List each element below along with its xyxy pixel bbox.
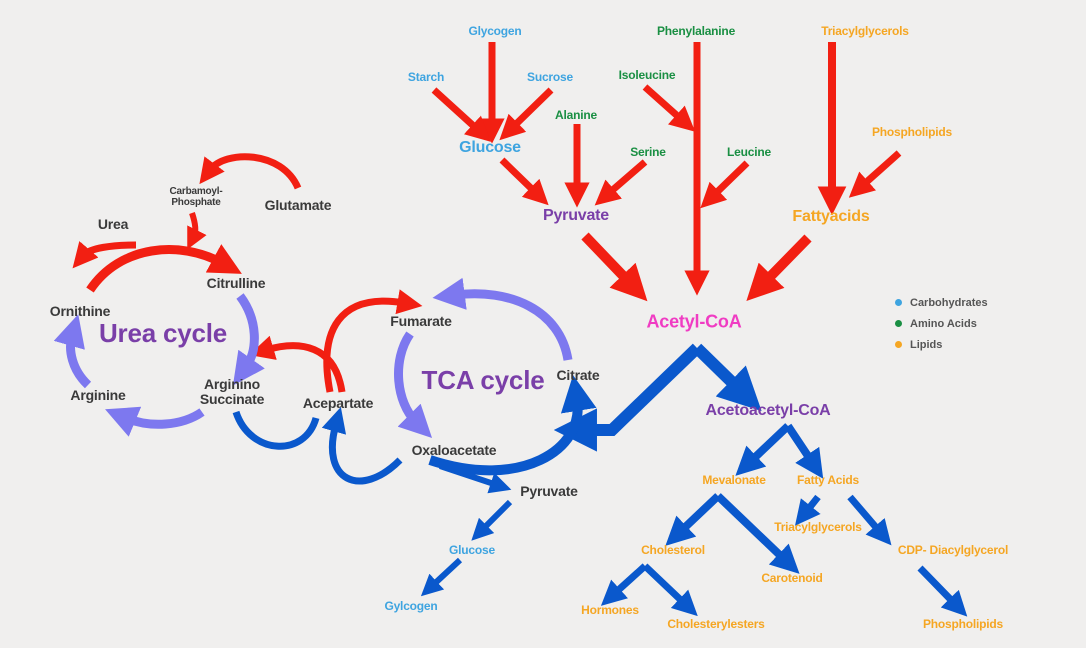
legend-dot-icon [895, 299, 902, 306]
node-triacylglycerols-lower: Triacylglycerols [774, 520, 862, 534]
legend-label: Lipids [910, 338, 943, 351]
arrow-oxaloacetate-pyruvate [439, 463, 512, 494]
node-urea: Urea [97, 216, 129, 232]
legend-item-carbohydrates: Carbohydrates [895, 292, 988, 313]
node-ornithine: Ornithine [49, 303, 111, 319]
arrow-isoleucine-acetylcoa [642, 84, 696, 132]
arrow-pyruvate-glucose [471, 499, 513, 541]
node-carbamoyl-phosphate: Carbamoyl- Phosphate [169, 186, 223, 208]
node-glucose: Glucose [459, 139, 521, 156]
node-cdp-diacylglycerol: CDP- Diacylglycerol [897, 543, 1009, 557]
arrow-arginine-ornithine [53, 314, 92, 389]
arrow-pyruvate-acetylcoa [581, 232, 648, 302]
node-glycogen: Glycogen [468, 24, 522, 38]
arrow-acetylcoa-citrate [553, 343, 702, 452]
node-carotenoid: Carotenoid [761, 571, 823, 585]
arrow-argininosuccinate-arginine [105, 406, 205, 437]
legend-item-amino-acids: Amino Acids [895, 313, 988, 334]
arrow-oxaloacetate-aspartate [321, 407, 403, 485]
node-argininosuccinate: Arginino Succinate [199, 376, 265, 407]
node-fatty-acids-lower: Fatty Acids [796, 473, 860, 487]
legend-item-lipids: Lipids [895, 334, 988, 355]
arrow-cholesterol-hormones [600, 563, 648, 606]
node-serine: Serine [630, 145, 666, 159]
node-pyruvate-top: Pyruvate [543, 207, 609, 224]
node-acetyl-coa: Acetyl-CoA [646, 311, 742, 332]
node-mevalonate: Mevalonate [702, 473, 766, 487]
arrow-acetoacetylcoa-mevalonate [735, 423, 791, 476]
arrow-citrulline-argininosuccinate [232, 293, 265, 386]
node-starch: Starch [407, 70, 445, 84]
arrow-cdp-phospholipids [917, 565, 968, 617]
node-fattyacids-top: Fattyacids [792, 208, 870, 225]
node-sucrose: Sucrose [527, 70, 573, 84]
arrow-serine-pyruvate [594, 159, 648, 206]
node-hormones: Hormones [581, 603, 639, 617]
arrow-mevalonate-carotenoid [715, 493, 800, 574]
arrow-fattyacids-acetylcoa [746, 234, 812, 302]
node-cholesterol: Cholesterol [641, 543, 705, 557]
arrow-mevalonate-cholesterol [665, 493, 721, 546]
arrow-acetylcoa-acetoacetylcoa [692, 343, 762, 412]
legend-dot-icon [895, 320, 902, 327]
legend-label: Carbohydrates [910, 296, 988, 309]
arrow-aspartate-fumarate [323, 289, 423, 393]
node-acetoacetyl-coa: Acetoacetyl-CoA [705, 402, 831, 419]
arrow-fattyacids-triacylglycerols [794, 494, 821, 526]
node-glucose-bottom: Glucose [449, 543, 495, 557]
arrow-oxaloacetate-citrate [428, 375, 597, 476]
node-glutamate: Glutamate [264, 197, 332, 213]
arrow-citrate-fumarate [432, 277, 573, 361]
node-phenylalanine: Phenylalanine [656, 24, 736, 38]
node-leucine: Leucine [727, 145, 771, 159]
node-alanine: Alanine [555, 108, 597, 122]
arrow-fumarate-oxaloacetate [394, 331, 433, 439]
arrow-phospholipids-fattyacids [848, 150, 902, 198]
arrow-argininosuccinate-aspartate [232, 410, 320, 450]
node-phospholipids-lower: Phospholipids [922, 617, 1004, 631]
arrow-ornithine-urea [72, 241, 137, 269]
node-pyruvate-bottom: Pyruvate [520, 483, 578, 499]
arrow-glucose-glycogen [420, 557, 463, 597]
tca-cycle-label: TCA cycle [421, 365, 545, 395]
arrow-leucine-acetylcoa [700, 160, 750, 209]
arrow-cholesterol-cholesterylesters [642, 563, 698, 617]
node-fumarate: Fumarate [390, 313, 452, 329]
node-glycogen-bottom: Gylcogen [384, 599, 438, 613]
arrow-carbamoylphosphate-citrulline [187, 212, 207, 250]
node-citrulline: Citrulline [206, 275, 266, 291]
legend: Carbohydrates Amino Acids Lipids [895, 292, 988, 355]
arrow-starch-glucose [431, 87, 492, 142]
urea-cycle-label: Urea cycle [98, 318, 228, 348]
arrow-acetoacetylcoa-fattyacids [784, 423, 824, 479]
arrow-glutamate-carbamoylphosphate [199, 153, 302, 190]
node-aspartate: Acepartate [302, 395, 374, 411]
arrow-sucrose-glucose [499, 87, 554, 141]
arrow-to-citrulline [86, 244, 242, 293]
node-phospholipids-top: Phospholipids [871, 125, 953, 139]
node-arginine: Arginine [70, 387, 126, 403]
legend-label: Amino Acids [910, 317, 977, 330]
arrow-fattyacids-cdpdiacylglycerol [847, 494, 892, 546]
legend-dot-icon [895, 341, 902, 348]
node-triacylglycerols-top: Triacylglycerols [821, 24, 909, 38]
node-cholesterylesters: Cholesterylesters [667, 617, 765, 631]
node-isoleucine: Isoleucine [618, 68, 676, 82]
node-oxaloacetate: Oxaloacetate [411, 442, 497, 458]
arrow-glucose-pyruvate [499, 157, 549, 206]
node-citrate: Citrate [556, 367, 600, 383]
arrow-aspartate-argininosuccinate [249, 335, 346, 393]
